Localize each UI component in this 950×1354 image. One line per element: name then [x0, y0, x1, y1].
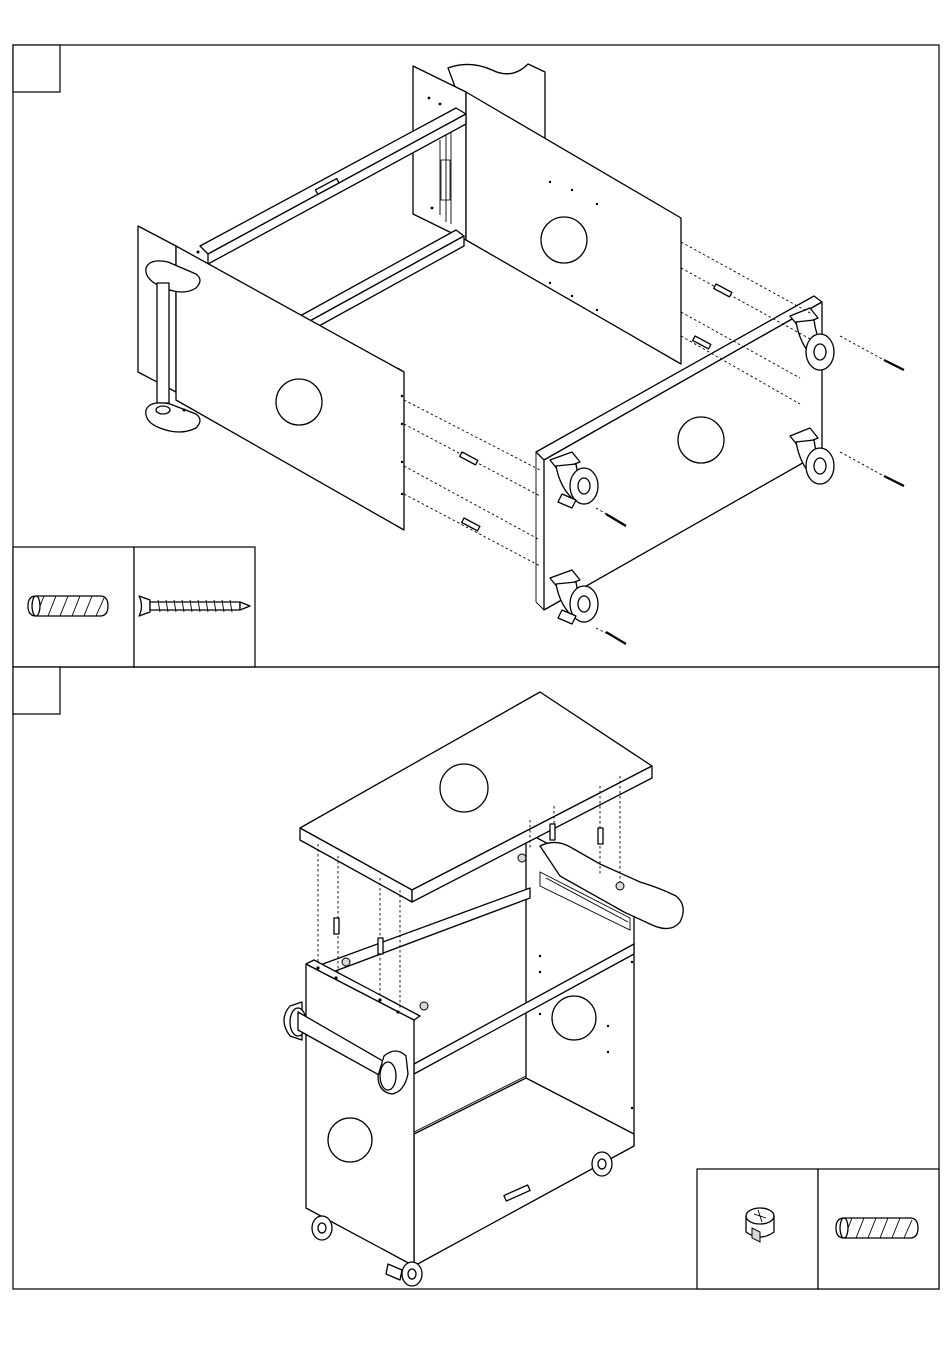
- cam-lock: [420, 1002, 428, 1010]
- step-1-panel: [13, 45, 939, 667]
- lower-rail: [300, 230, 464, 332]
- caster-wheel: [312, 1216, 332, 1240]
- dowel: [714, 284, 732, 297]
- step-2-parts-legend: [697, 1169, 939, 1289]
- left-side-panel: [138, 226, 404, 530]
- cam-lock: [518, 854, 526, 862]
- cable-hole: [276, 379, 322, 425]
- wooden-dowel-icon: [836, 1218, 918, 1238]
- dowel: [334, 918, 339, 934]
- step-2-number-box: [13, 667, 60, 714]
- dowel: [693, 336, 711, 349]
- caster-wheel: [592, 1152, 612, 1176]
- cable-hole: [552, 996, 596, 1040]
- screw: [884, 360, 904, 370]
- bottom-panel: [536, 296, 834, 624]
- caster-wheel: [386, 1262, 422, 1286]
- cam-lock: [342, 958, 350, 966]
- dowel: [550, 824, 555, 840]
- screw: [884, 476, 904, 486]
- cable-hole: [328, 1118, 372, 1162]
- dowel: [378, 938, 383, 954]
- dowel: [598, 828, 603, 844]
- cam-lock: [616, 882, 624, 890]
- wooden-dowel-icon: [28, 596, 108, 616]
- step-2-panel: [13, 667, 939, 1289]
- towel-bar: [157, 283, 169, 403]
- step-1-number-box: [13, 45, 60, 92]
- step-1-parts-legend: [13, 547, 255, 667]
- cable-hole: [678, 417, 724, 463]
- cable-hole: [440, 764, 488, 812]
- dowel: [460, 452, 478, 465]
- cable-hole: [541, 217, 587, 263]
- screw: [606, 632, 626, 644]
